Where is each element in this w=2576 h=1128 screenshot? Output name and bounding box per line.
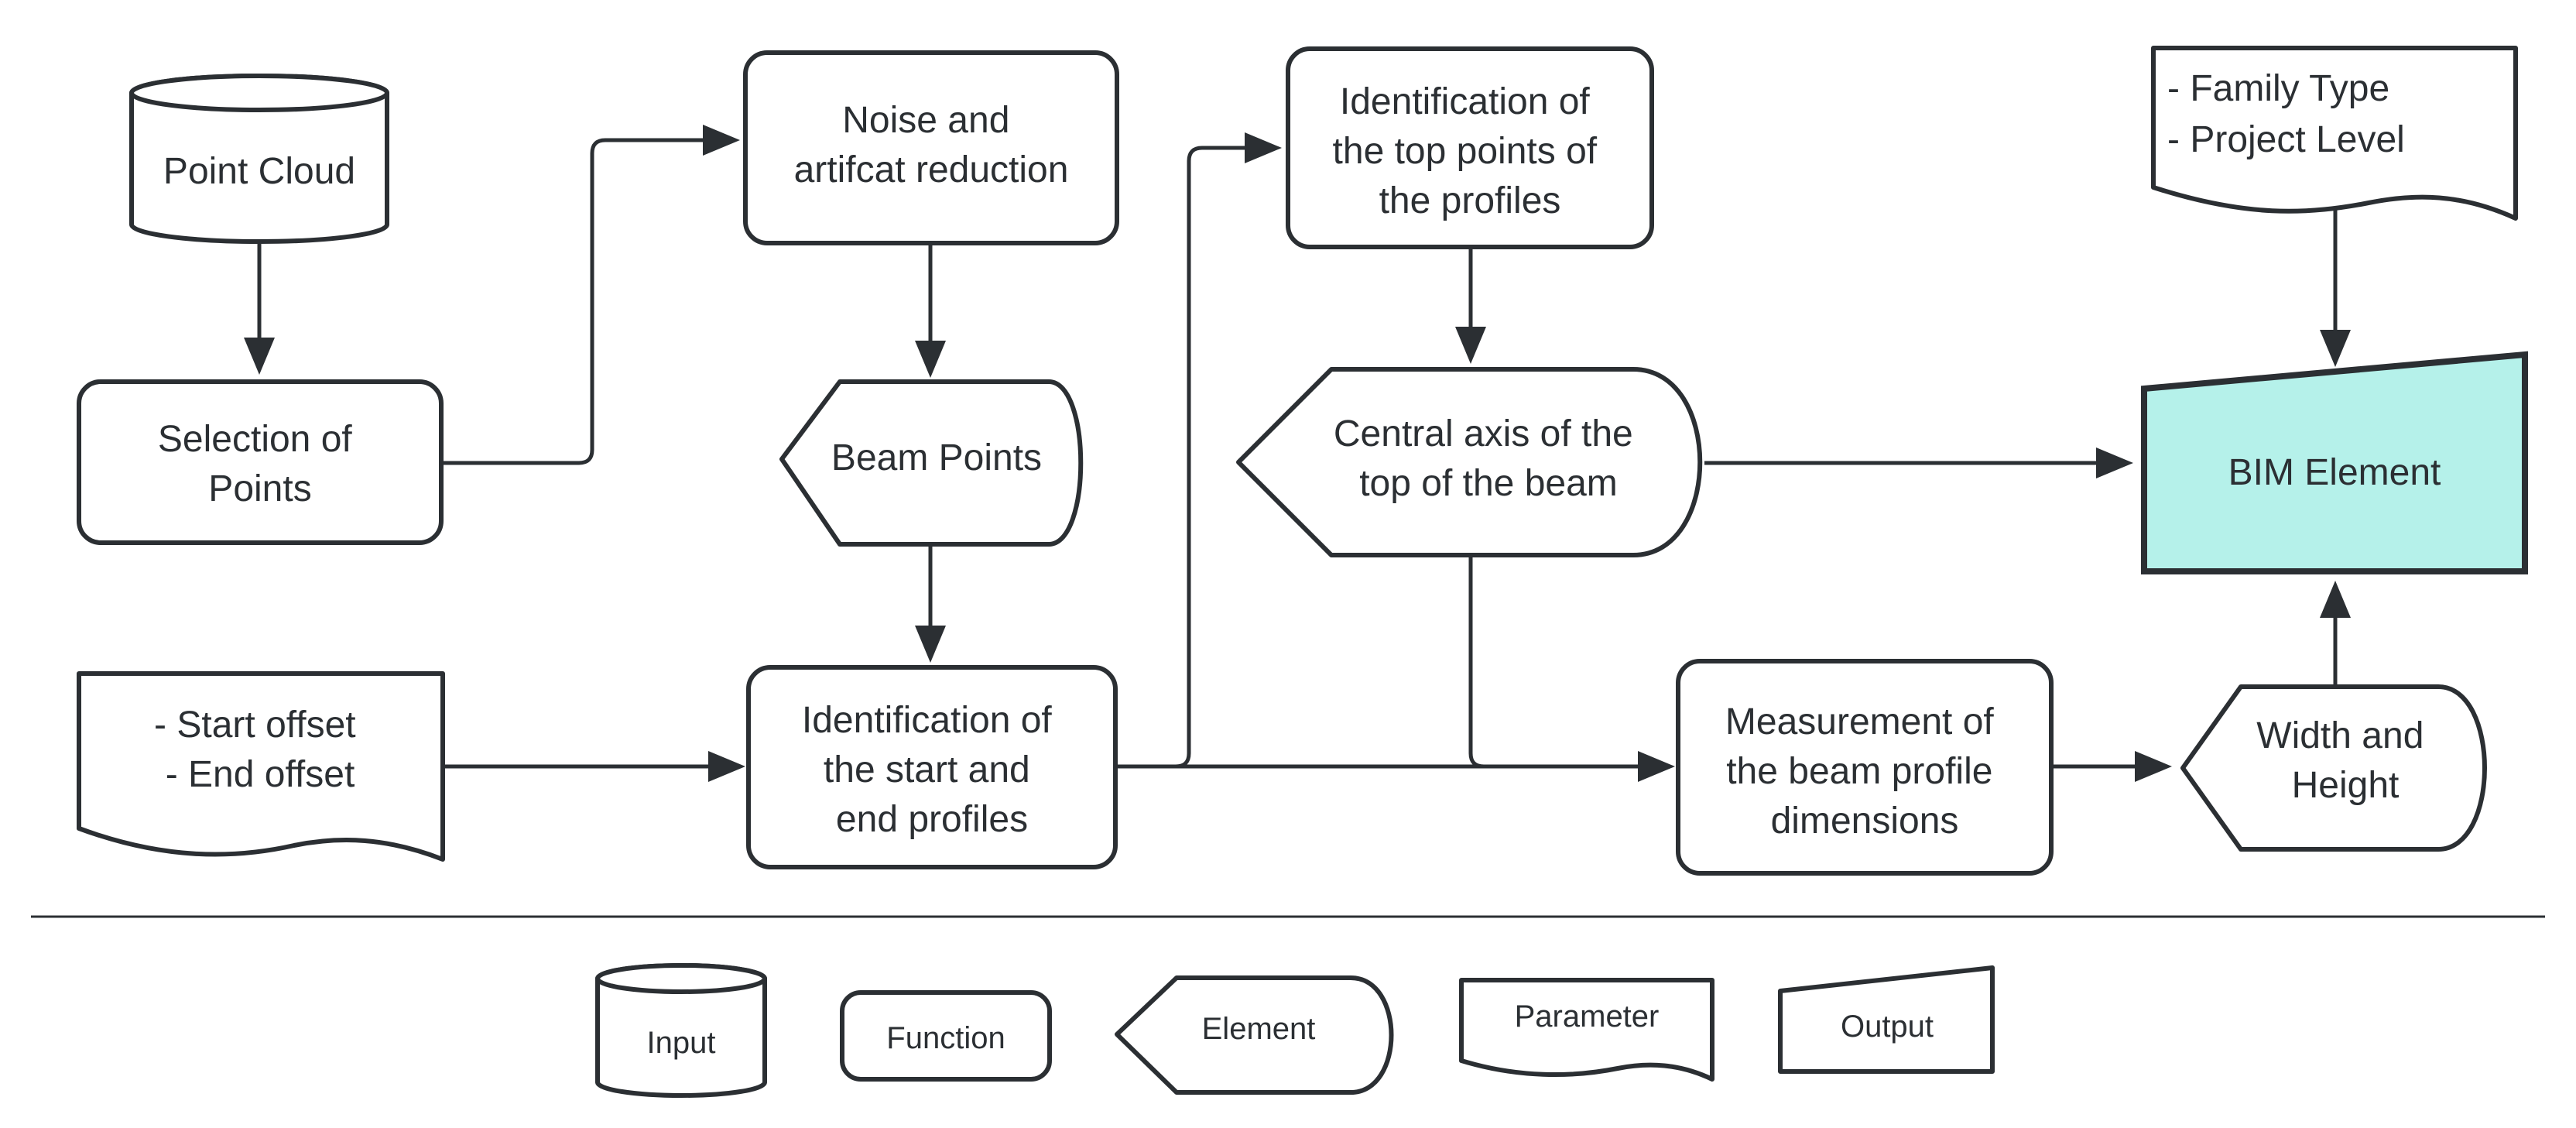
- legend-element: Element: [1115, 975, 1394, 1095]
- node-selection-of-points: Selection of Points: [77, 379, 444, 545]
- node-family-parameters: - Family Type - Project Level: [2151, 46, 2518, 221]
- arrowhead-beampoints: [915, 341, 946, 378]
- node-selection-line2: Points: [208, 468, 311, 509]
- svg-text:Measurement of the beam: Measurement of the beam profile dimensio…: [1725, 701, 2004, 842]
- legend-parameter-label: Parameter: [1515, 999, 1660, 1034]
- node-top-points-line3: the profiles: [1379, 180, 1561, 221]
- legend: Input Function Element Parameter Output: [595, 963, 1995, 1098]
- node-offset-line2: - End offset: [166, 754, 355, 795]
- legend-element-label: Element: [1202, 1012, 1316, 1046]
- legend-input-label: Input: [647, 1026, 716, 1060]
- svg-text:Selection of Points: Selection of Points: [158, 419, 362, 509]
- legend-output: Output: [1778, 965, 1995, 1074]
- node-family-line2: - Project Level: [2167, 119, 2405, 160]
- arrowhead-bim-top: [2320, 330, 2351, 367]
- arrowhead-bim-left: [2096, 447, 2133, 478]
- node-start-end-profiles: Identification of the start and end prof…: [746, 665, 1118, 869]
- node-central-axis-line1: Central axis of the: [1334, 413, 1633, 454]
- arrowhead-measurement: [1638, 751, 1675, 782]
- legend-function-label: Function: [886, 1021, 1005, 1055]
- node-top-points-line2: the top points of: [1333, 131, 1598, 172]
- svg-text:Width and Height: Width and Height: [2256, 715, 2434, 806]
- node-start-end-line3: end profiles: [836, 799, 1028, 840]
- legend-output-label: Output: [1841, 1010, 1934, 1044]
- svg-text:Identification of the st: Identification of the start and end prof…: [802, 700, 1062, 840]
- node-beam-points: Beam Points: [779, 379, 1084, 547]
- node-offset-line1: - Start offset: [154, 705, 356, 746]
- node-noise-line1: Noise and: [842, 100, 1009, 141]
- arrowhead-selection: [244, 338, 275, 375]
- arrow-selection-to-noise: [441, 138, 712, 465]
- node-width-height-line2: Height: [2292, 765, 2400, 806]
- legend-parameter: Parameter: [1459, 978, 1714, 1082]
- arrowhead-widthheight: [2135, 751, 2172, 782]
- node-measurement-line2: the beam profile: [1726, 751, 1992, 792]
- arrowhead-toppoints: [1245, 132, 1282, 163]
- node-start-end-line1: Identification of: [802, 700, 1053, 741]
- node-offset-parameters: - Start offset - End offset: [77, 671, 445, 862]
- node-noise-reduction: Noise and artifcat reduction: [743, 50, 1119, 245]
- svg-text:- Start offset - End off: - Start offset - End offset: [154, 705, 366, 795]
- node-top-points: Identification of the top points of the …: [1286, 46, 1654, 249]
- arrow-startend-to-toppoints: [1115, 146, 1254, 769]
- arrow-centralaxis-to-measurement: [1468, 557, 1540, 769]
- node-measurement-line1: Measurement of: [1725, 701, 1994, 742]
- node-family-line1: - Family Type: [2167, 68, 2389, 109]
- connectors: [244, 125, 2351, 782]
- arrowhead-noise: [703, 125, 740, 156]
- legend-function: Function: [840, 990, 1052, 1082]
- svg-text:- Family Type - Project: - Family Type - Project Level: [2167, 68, 2405, 160]
- node-point-cloud-label: Point Cloud: [163, 151, 355, 192]
- arrowhead-centralaxis: [1455, 327, 1486, 364]
- legend-input: Input: [595, 963, 767, 1098]
- node-start-end-line2: the start and: [824, 749, 1030, 790]
- node-width-height-line1: Width and: [2256, 715, 2424, 756]
- node-point-cloud: Point Cloud: [129, 74, 389, 244]
- node-central-axis: Central axis of the top of the beam: [1236, 367, 1703, 557]
- node-measurement-line3: dimensions: [1771, 801, 1959, 842]
- node-bim-label: BIM Element: [2228, 452, 2441, 493]
- node-measurement: Measurement of the beam profile dimensio…: [1676, 659, 2054, 876]
- svg-text:Identification of the to: Identification of the top points of the …: [1333, 81, 1608, 221]
- svg-text:Noise and artifcat reduc: Noise and artifcat reduction: [794, 100, 1069, 190]
- svg-text:Central axis of the top: Central axis of the top of the beam: [1334, 413, 1643, 504]
- node-bim-element: BIM Element: [2141, 351, 2528, 574]
- node-central-axis-line2: top of the beam: [1359, 463, 1618, 504]
- arrowhead-bim-bottom: [2320, 581, 2351, 618]
- node-beam-points-label: Beam Points: [831, 437, 1042, 478]
- arrowhead-startend-left: [708, 751, 745, 782]
- node-top-points-line1: Identification of: [1340, 81, 1591, 122]
- node-noise-line2: artifcat reduction: [794, 149, 1069, 190]
- node-selection-line1: Selection of: [158, 419, 352, 460]
- node-width-height: Width and Height: [2180, 684, 2487, 852]
- arrowhead-startend-top: [915, 626, 946, 663]
